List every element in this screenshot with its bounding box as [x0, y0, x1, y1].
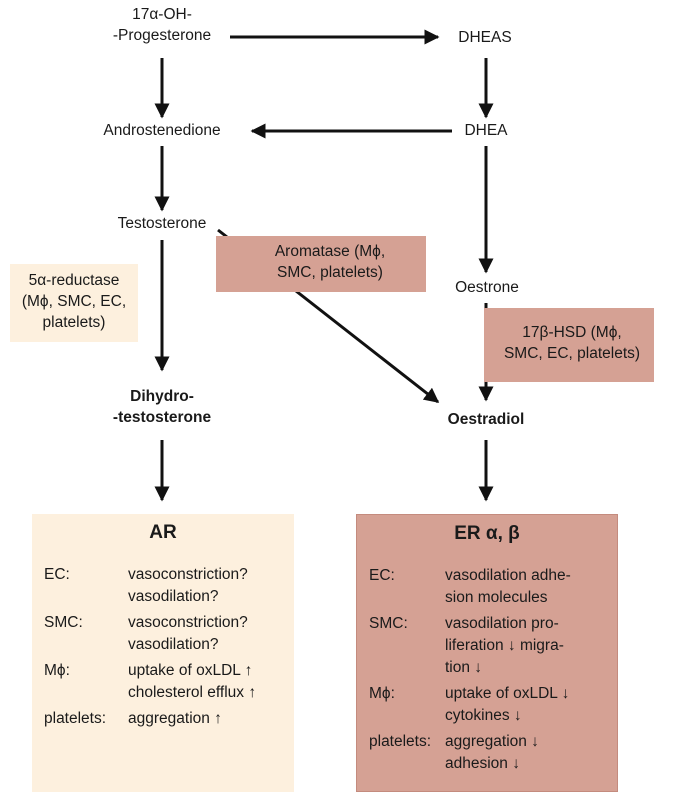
ar-row-value: aggregation ↑	[128, 710, 222, 727]
node-text: -Progesterone	[112, 27, 212, 44]
ar-row-value: vasoconstriction?	[128, 614, 248, 631]
er-title: ER α, β	[454, 523, 520, 544]
er-row-value: liferation ↓ migra-	[445, 637, 564, 654]
er-receptor-box: ER α, β EC: vasodilation adhe- sion mole…	[356, 514, 618, 792]
node-text: Androstenedione	[103, 122, 221, 139]
node-text: Testosterone	[117, 215, 207, 232]
er-row-value: tion ↓	[445, 659, 483, 676]
ar-receptor-box: AR EC: vasoconstriction? vasodilation? S…	[32, 514, 294, 792]
er-row-label: EC:	[369, 567, 395, 584]
node-oestrone: Oestrone	[440, 277, 534, 298]
enzyme-aromatase: Aromatase (Mϕ, SMC, platelets)	[216, 236, 426, 292]
node-text: Oestrone	[455, 279, 519, 296]
ar-row-value: vasodilation?	[128, 636, 219, 653]
er-row-value: vasodilation pro-	[445, 615, 559, 632]
enzyme-text: (Mϕ, SMC, EC,	[21, 293, 127, 310]
node-text: DHEAS	[458, 29, 512, 46]
er-row-value: uptake of oxLDL ↓	[445, 685, 570, 702]
enzyme-text: SMC, EC, platelets)	[503, 345, 641, 362]
node-text: Dihydro-	[130, 388, 194, 405]
er-row-value: cytokines ↓	[445, 707, 522, 724]
ar-row-label: SMC:	[44, 614, 83, 631]
node-text: -testosterone	[112, 409, 212, 426]
ar-row-value: cholesterol efflux ↑	[128, 684, 257, 701]
enzyme-text: Aromatase (Mϕ,	[274, 243, 386, 260]
ar-row-value: vasodilation?	[128, 588, 219, 605]
enzyme-5a-reductase: 5α-reductase (Mϕ, SMC, EC, platelets)	[10, 264, 138, 342]
ar-row-label: EC:	[44, 566, 70, 583]
ar-row-value: vasoconstriction?	[128, 566, 248, 583]
er-row-label: Mϕ:	[369, 685, 395, 702]
er-row-value: adhesion ↓	[445, 755, 520, 772]
er-row-label: platelets:	[369, 733, 432, 750]
ar-row-label: platelets:	[44, 710, 107, 727]
node-oestradiol: Oestradiol	[430, 409, 542, 430]
node-text: DHEA	[464, 122, 508, 139]
node-dhea: DHEA	[450, 120, 522, 141]
node-dheas: DHEAS	[440, 27, 530, 48]
ar-row-label: Mϕ:	[44, 662, 70, 679]
er-row-value: sion molecules	[445, 589, 548, 606]
ar-row-value: uptake of oxLDL ↑	[128, 662, 253, 679]
enzyme-text: 5α-reductase	[28, 272, 120, 289]
node-testosterone: Testosterone	[100, 213, 224, 234]
enzyme-text: 17β-HSD (Mϕ,	[522, 324, 622, 341]
node-text: 17α-OH-	[132, 6, 192, 23]
enzyme-text: SMC, platelets)	[277, 264, 383, 281]
enzyme-text: platelets)	[42, 314, 106, 331]
node-androstenedione: Androstenedione	[86, 120, 238, 141]
er-row-value: vasodilation adhe-	[445, 567, 571, 584]
er-row-value: aggregation ↓	[445, 733, 539, 750]
node-dihydrotestosterone: Dihydro- -testosterone	[92, 386, 232, 428]
node-text: Oestradiol	[447, 411, 525, 428]
enzyme-17b-hsd: 17β-HSD (Mϕ, SMC, EC, platelets)	[484, 308, 654, 382]
node-17oh-progesterone: 17α-OH- -Progesterone	[92, 4, 232, 46]
er-row-label: SMC:	[369, 615, 408, 632]
ar-title: AR	[149, 522, 177, 543]
